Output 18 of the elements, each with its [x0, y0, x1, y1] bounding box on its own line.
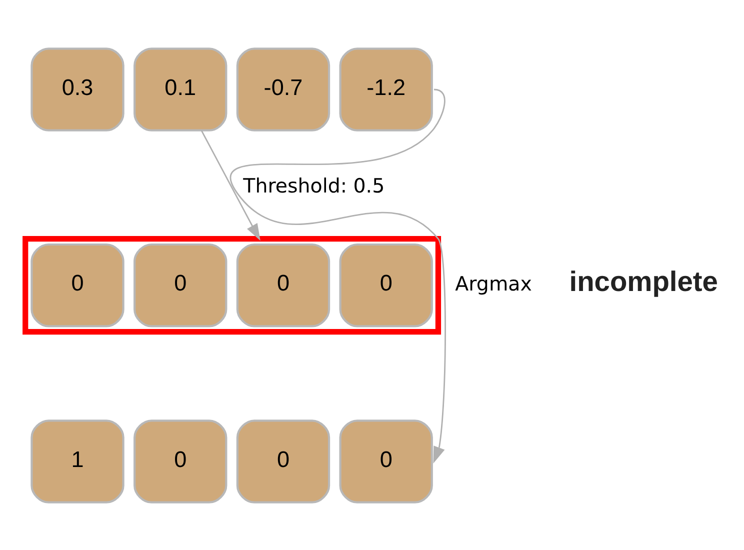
node-box: -1.2 [339, 47, 433, 131]
node-box: 0 [236, 242, 330, 327]
label: incomplete [569, 264, 718, 296]
node-box: 0 [30, 242, 124, 327]
node-box: -0.7 [236, 47, 330, 131]
arrow [230, 88, 446, 463]
node-box: 0 [134, 419, 228, 503]
node-box: 0 [236, 419, 330, 503]
arrow [200, 130, 260, 240]
node-box: 0.1 [134, 47, 228, 131]
edge-label: Threshold: 0.5 [243, 174, 385, 198]
node-box: 0 [339, 242, 433, 327]
node-box: 0.3 [30, 47, 124, 131]
node-box: 1 [30, 419, 124, 503]
cluster [22, 236, 442, 334]
edge-label: Argmax [455, 272, 532, 296]
node-box: 0 [339, 419, 433, 503]
node-box: 0 [134, 242, 228, 327]
